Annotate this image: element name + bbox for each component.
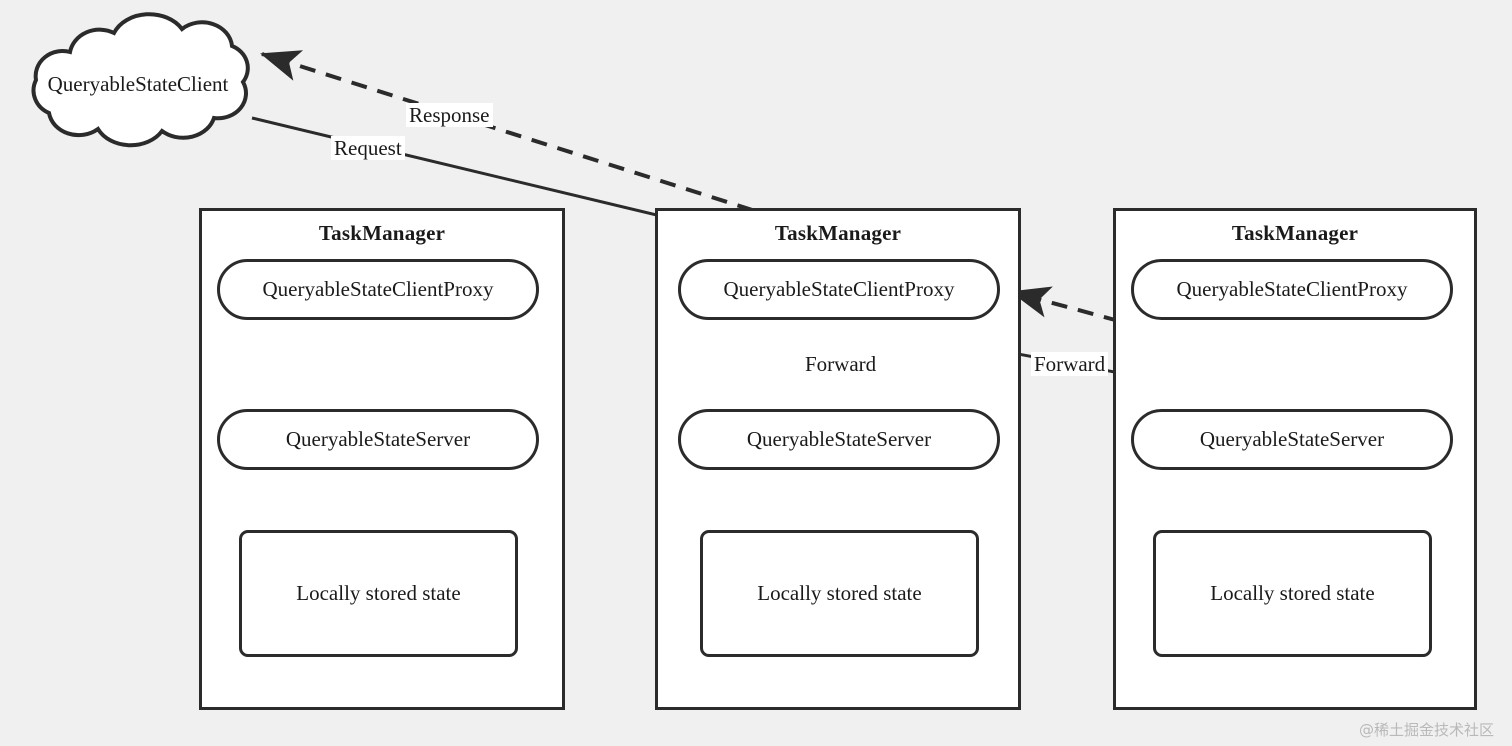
task-manager-1-server[interactable]: QueryableStateServer — [217, 409, 539, 470]
task-manager-3-store[interactable]: Locally stored state — [1153, 530, 1432, 657]
request-label: Request — [331, 136, 405, 160]
task-manager-1-proxy[interactable]: QueryableStateClientProxy — [217, 259, 539, 320]
watermark: @稀土掘金技术社区 — [1358, 721, 1494, 739]
forward-label-right: Forward — [1031, 352, 1109, 376]
task-manager-2-title: TaskManager — [774, 221, 902, 245]
client-cloud-shape — [31, 12, 250, 148]
response-edge — [260, 50, 1011, 294]
task-manager-2-store[interactable]: Locally stored state — [700, 530, 979, 657]
task-manager-2-proxy[interactable]: QueryableStateClientProxy — [678, 259, 1000, 320]
task-manager-1-title: TaskManager — [318, 221, 446, 245]
response-label: Response — [406, 103, 493, 127]
task-manager-3-server[interactable]: QueryableStateServer — [1131, 409, 1453, 470]
task-manager-2-server[interactable]: QueryableStateServer — [678, 409, 1000, 470]
task-manager-1-store[interactable]: Locally stored state — [239, 530, 518, 657]
task-manager-3-proxy[interactable]: QueryableStateClientProxy — [1131, 259, 1453, 320]
forward-label-middle: Forward — [805, 352, 877, 376]
task-manager-3-title: TaskManager — [1231, 221, 1359, 245]
